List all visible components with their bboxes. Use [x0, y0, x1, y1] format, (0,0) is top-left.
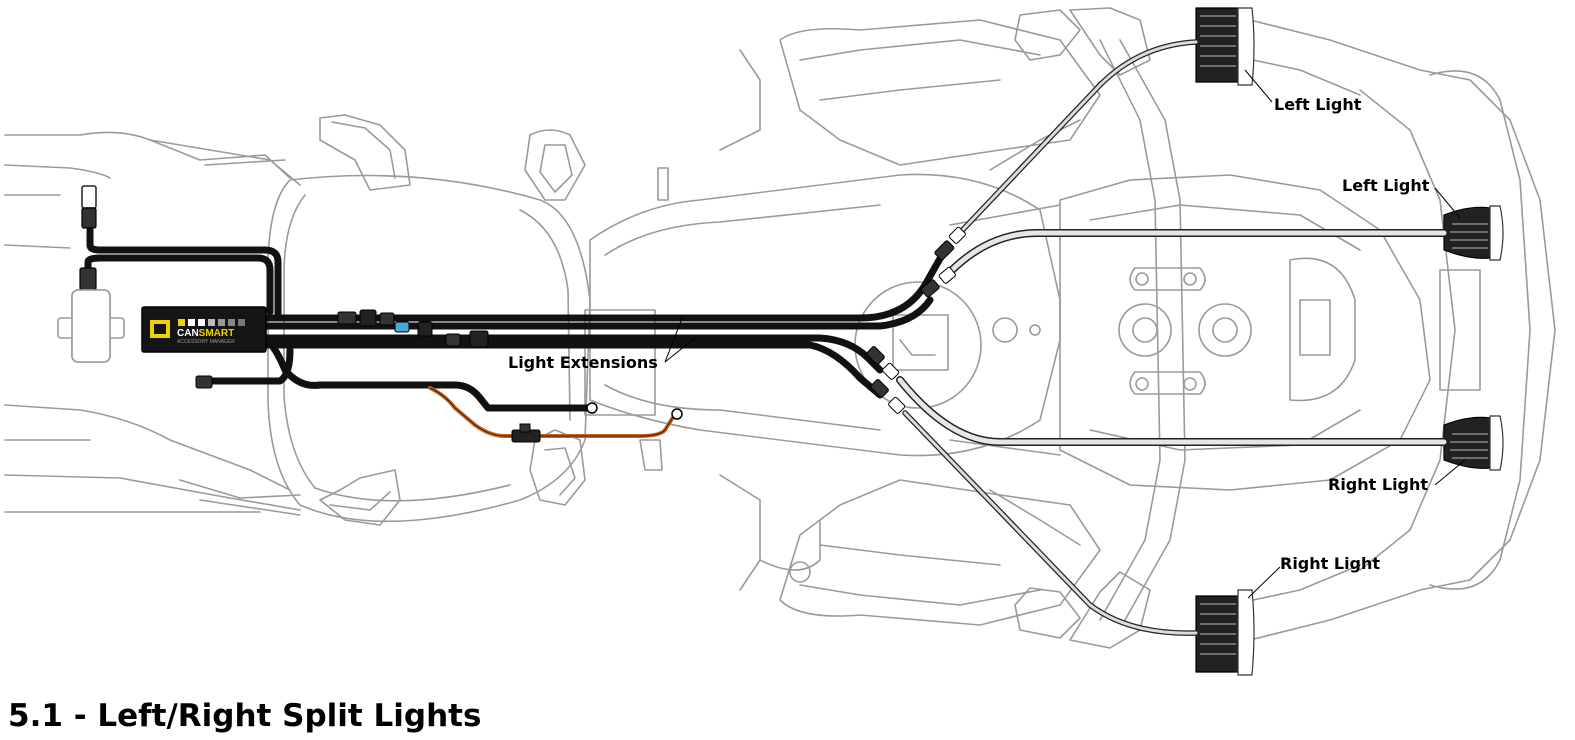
label-light-extensions: Light Extensions — [508, 353, 658, 372]
left-light-front-fixture — [1443, 205, 1504, 261]
label-left-light-top: Left Light — [1274, 95, 1362, 114]
module-subtitle: ACCESSORY MANAGER — [177, 339, 235, 345]
module-brand-suffix: SMART — [199, 328, 235, 339]
diagram-caption: 5.1 - Left/Right Split Lights — [8, 698, 482, 734]
light-cables — [896, 39, 1448, 636]
cansmart-module: CANSMART ACCESSORY MANAGER — [141, 306, 267, 353]
rear-relay-block — [57, 289, 125, 363]
module-brand-prefix: CAN — [177, 328, 199, 339]
main-harness — [84, 226, 946, 438]
label-right-light-front: Right Light — [1328, 475, 1428, 494]
leader-lines — [664, 69, 1466, 599]
connectors — [79, 185, 966, 443]
label-right-light-bottom: Right Light — [1280, 554, 1380, 573]
right-light-front-fixture — [1443, 415, 1504, 471]
motorcycle-outline — [4, 7, 1556, 649]
right-light-bottom-fixture — [1195, 589, 1255, 676]
left-light-top-fixture — [1195, 7, 1255, 86]
label-left-light-front: Left Light — [1342, 176, 1430, 195]
module-led-row — [178, 319, 245, 326]
svg-text:CANSMART: CANSMART — [177, 328, 234, 339]
